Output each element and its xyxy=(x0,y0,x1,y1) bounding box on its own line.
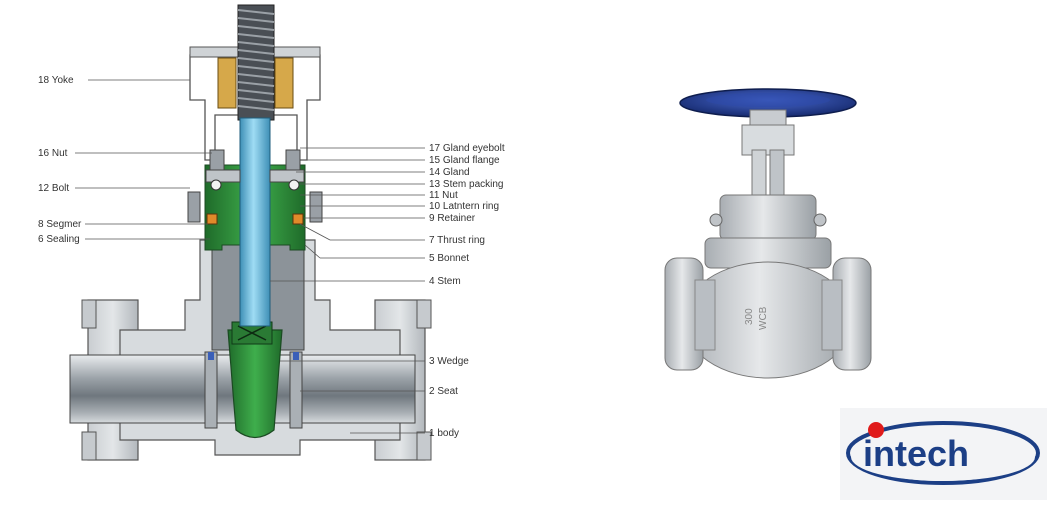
bonnet xyxy=(719,194,817,241)
stem xyxy=(239,117,271,327)
right-flange-bolt-bottom xyxy=(416,431,432,461)
cast-rating: 300 xyxy=(744,308,755,325)
logo-text: intech xyxy=(863,433,969,474)
cast-material: WCB xyxy=(758,306,769,330)
gland-flange-right xyxy=(269,169,305,183)
label-nut-16: 16 Nut xyxy=(38,148,68,159)
yoke-nut-right xyxy=(274,57,294,109)
segmer-left xyxy=(206,213,218,225)
logo-swoosh xyxy=(846,421,1040,485)
seat-blue-mark-left xyxy=(208,352,214,360)
seat-ring-left xyxy=(204,351,218,429)
bonnet-bolt-left xyxy=(709,213,723,227)
bolt-right xyxy=(309,191,323,223)
globe-valve-photo: 300 WCB xyxy=(664,88,872,379)
label-nut-11: 11 Nut xyxy=(429,190,458,201)
label-gland: 14 Gland xyxy=(429,167,470,178)
intech-logo: intech xyxy=(840,408,1047,500)
label-retainer: 9 Retainer xyxy=(429,213,476,224)
label-bonnet: 5 Bonnet xyxy=(429,253,469,264)
segmer-right xyxy=(292,213,304,225)
label-seat: 2 Seat xyxy=(429,386,458,397)
label-segmer: 8 Segmer xyxy=(38,219,82,230)
nut-left xyxy=(210,179,222,191)
label-sealing: 6 Sealing xyxy=(38,234,80,245)
yoke-nut-left xyxy=(217,57,237,109)
label-bolt-12: 12 Bolt xyxy=(38,183,69,194)
leader-lines-right xyxy=(270,147,425,434)
label-stem-packing: 13 Stem packing xyxy=(429,179,504,190)
stem-threads xyxy=(237,4,275,121)
yoke-frame xyxy=(189,54,321,161)
logo-red-dot xyxy=(868,422,884,438)
yoke-top xyxy=(741,124,795,156)
wedge-stem-connector xyxy=(237,325,267,341)
gland-flange-left xyxy=(205,169,241,183)
left-flange-bolt-top xyxy=(81,299,97,329)
right-flange-bolt-top xyxy=(416,299,432,329)
wedge xyxy=(227,329,283,439)
left-flange-bolt-bottom xyxy=(81,431,97,461)
leader-lines-left xyxy=(75,79,212,240)
stem-nut xyxy=(749,109,787,127)
label-gland-flange: 15 Gland flange xyxy=(429,155,500,166)
gate-valve-cross-section: 18 Yoke 16 Nut 12 Bolt 8 Segmer 6 Sealin… xyxy=(38,4,505,461)
label-thrust-ring: 7 Thrust ring xyxy=(429,235,485,246)
bonnet-bolt-right xyxy=(813,213,827,227)
label-wedge: 3 Wedge xyxy=(429,356,469,367)
nut-right xyxy=(288,179,300,191)
label-lantern-ring: 10 Latntern ring xyxy=(429,201,499,212)
seat-blue-mark-right xyxy=(293,352,299,360)
label-stem: 4 Stem xyxy=(429,276,461,287)
bolt-left xyxy=(187,191,201,223)
label-gland-eyebolt: 17 Gland eyebolt xyxy=(429,143,505,154)
seat-ring-right xyxy=(289,351,303,429)
label-yoke: 18 Yoke xyxy=(38,75,74,86)
label-body: 1 body xyxy=(429,428,459,439)
